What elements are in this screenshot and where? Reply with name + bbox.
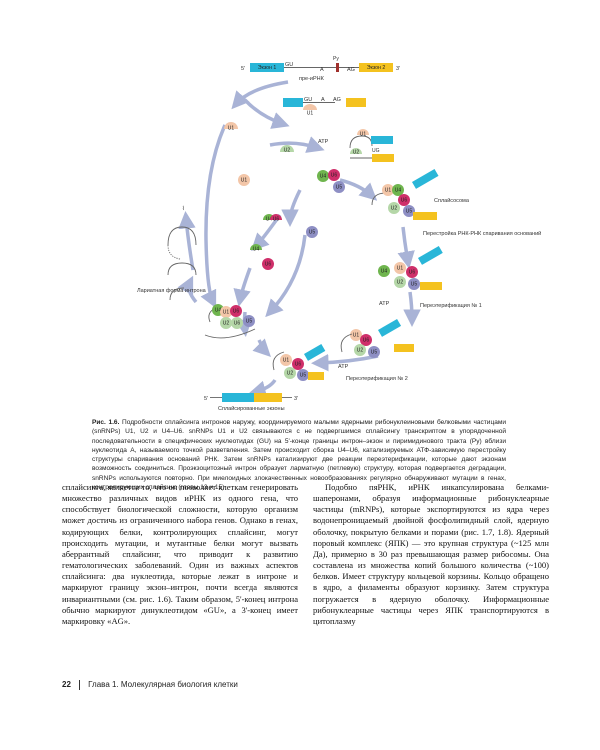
svg-text:3': 3' [396,66,400,72]
svg-text:U2: U2 [391,205,398,211]
svg-text:U6: U6 [331,172,338,178]
svg-text:U5: U5 [300,372,307,378]
svg-text:U4: U4 [320,173,327,179]
svg-text:U4: U4 [266,216,273,222]
page-number: 22 [62,680,71,690]
svg-text:U2: U2 [284,147,291,153]
footer-divider [79,680,80,690]
svg-text:Сплайсированные экзоны: Сплайсированные экзоны [218,405,285,412]
caption-label: Рис. 1.6. [92,419,120,426]
svg-text:U2: U2 [397,279,404,285]
svg-text:пре-иРНК: пре-иРНК [299,76,325,82]
svg-text:Перестройка РНК-РНК спаривания: Перестройка РНК-РНК спаривания оснований [423,230,541,237]
svg-text:A: A [321,97,325,103]
svg-text:Переэтерификация № 1: Переэтерификация № 1 [420,303,482,309]
svg-text:GU: GU [285,62,293,68]
svg-text:U2: U2 [353,149,360,155]
svg-text:5': 5' [204,396,208,402]
svg-text:U1: U1 [223,309,230,315]
svg-text:Лариатная форма интрона: Лариатная форма интрона [137,288,207,294]
svg-text:U2: U2 [223,320,230,326]
chapter-title: Глава 1. Молекулярная биология клетки [88,680,238,690]
svg-text:3': 3' [294,396,298,402]
svg-text:Py: Py [333,56,339,62]
lariat-intron: ⌇ [167,205,197,301]
svg-text:Переэтерификация № 2: Переэтерификация № 2 [346,376,408,382]
svg-text:U1: U1 [228,125,235,131]
svg-text:U4: U4 [381,268,388,274]
figure-caption: Рис. 1.6. Подробности сплайсинга интроно… [92,418,506,492]
splicing-figure: 5' Экзон 1 GU Py A AG Экзон 2 3' пре-иРН… [137,56,541,412]
rearranged-complex: U4 U1 U6 U2 U5 АТР Переэтерификация № 1 [378,246,482,309]
svg-text:U6: U6 [409,269,416,275]
svg-text:Экзон 1: Экзон 1 [258,65,277,71]
svg-text:U1: U1 [283,357,290,363]
svg-text:U5: U5 [336,184,343,190]
svg-text:U4: U4 [253,246,260,252]
pre-mrna: 5' Экзон 1 GU Py A AG Экзон 2 3' пре-иРН… [241,56,400,82]
page-footer: 22 Глава 1. Молекулярная биология клетки [62,680,238,690]
free-snrnps: U1 U4 U4 U6 U6 U5 [238,174,318,270]
spliced-exons: 5' 3' Сплайсированные экзоны [204,393,298,412]
after-step1: U1 U6 U2 U5 АТР Переэтерификация № 2 [338,319,414,382]
step-u1-bound: GU A AG U1 U1 [224,97,366,131]
svg-text:UG: UG [372,148,380,154]
svg-text:U1: U1 [307,110,314,116]
svg-text:U5: U5 [406,208,413,214]
svg-text:AG: AG [333,97,341,103]
svg-text:U6: U6 [233,308,240,314]
svg-text:U1: U1 [353,332,360,338]
svg-text:U1: U1 [241,177,248,183]
svg-text:U4: U4 [395,187,402,193]
svg-text:АТР: АТР [318,139,329,145]
cycle-arrows [177,80,421,398]
tri-snrnp: U4 U6 U5 [317,169,345,193]
svg-text:⌇: ⌇ [182,205,185,212]
svg-text:U1: U1 [360,131,367,137]
body-column-right: Подобно пяРНК, иРНК инкапсулирована белк… [313,482,549,626]
svg-text:GU: GU [304,97,312,103]
svg-text:U2: U2 [357,347,364,353]
caption-text: Подробности сплайсинга интронов наружу, … [92,419,506,492]
svg-text:U1: U1 [397,265,404,271]
svg-text:Экзон 2: Экзон 2 [367,65,386,71]
svg-text:U5: U5 [371,349,378,355]
svg-text:A: A [320,67,324,73]
body-column-left: сплайсинга, является то, что он позволяе… [62,482,298,626]
svg-text:5': 5' [241,66,245,72]
svg-text:AG: AG [347,67,355,73]
svg-text:U5: U5 [309,229,316,235]
svg-text:U6: U6 [273,216,280,222]
svg-text:U6: U6 [295,361,302,367]
svg-text:АТР: АТР [379,301,390,307]
svg-text:U5: U5 [246,318,253,324]
step-u1-u2: АТР U2 U1 UG U2 [280,129,394,162]
spliceosome-assembly: U1 U4 U6 U2 U5 Сплайсосома [371,168,470,220]
svg-text:U2: U2 [287,370,294,376]
svg-text:U4: U4 [215,307,222,313]
svg-text:U6: U6 [265,261,272,267]
svg-text:U5: U5 [411,281,418,287]
svg-text:Сплайсосома: Сплайсосома [434,197,470,204]
svg-text:U6: U6 [401,197,408,203]
svg-text:U1: U1 [385,187,392,193]
svg-text:U6: U6 [234,320,241,326]
svg-text:U6: U6 [363,337,370,343]
lariat-complex: U4 U1 U6 U2 U6 U5 Лариатная форма интрон… [137,288,256,339]
after-step2: U1 U6 U2 U5 [272,344,326,381]
svg-text:АТР: АТР [338,364,349,370]
